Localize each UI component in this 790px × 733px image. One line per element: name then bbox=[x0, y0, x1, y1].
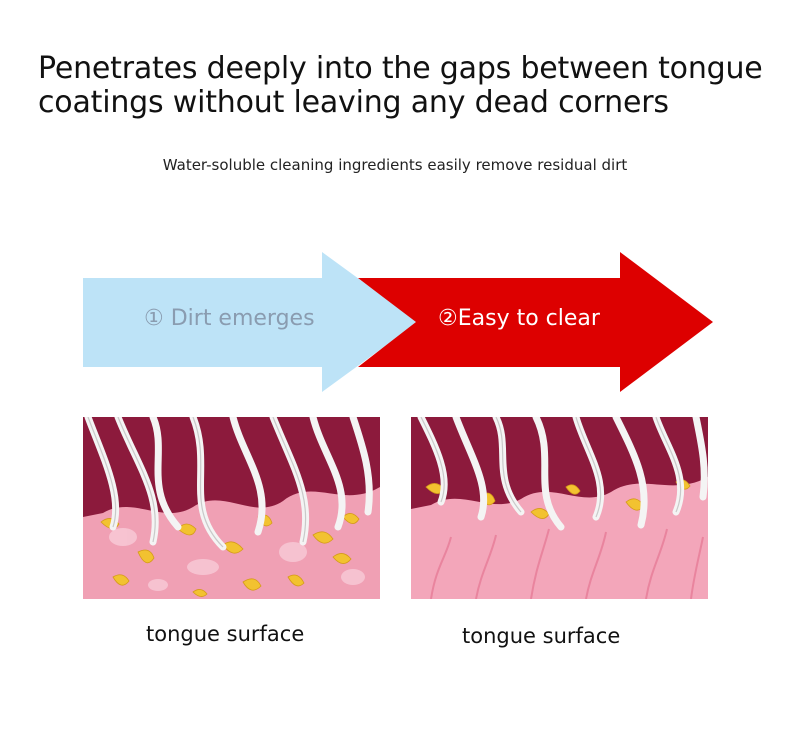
illustration-dirt-emerges bbox=[83, 417, 380, 599]
step-2-label: ②Easy to clear bbox=[438, 306, 600, 331]
arrow-step-1 bbox=[83, 252, 418, 392]
headline-line-1: Penetrates deeply into the gaps between … bbox=[38, 51, 763, 86]
step-1-label: ① Dirt emerges bbox=[144, 306, 315, 331]
subheadline: Water-soluble cleaning ingredients easil… bbox=[162, 156, 628, 174]
illustration-easy-to-clear bbox=[411, 417, 708, 599]
caption-panel-2: tongue surface bbox=[462, 624, 621, 648]
headline-line-2: coatings without leaving any dead corner… bbox=[38, 85, 669, 120]
headline: Penetrates deeply into the gaps between … bbox=[38, 52, 768, 120]
arrow-step-2 bbox=[358, 252, 713, 392]
caption-panel-1: tongue surface bbox=[146, 622, 305, 646]
process-arrows bbox=[83, 252, 713, 392]
